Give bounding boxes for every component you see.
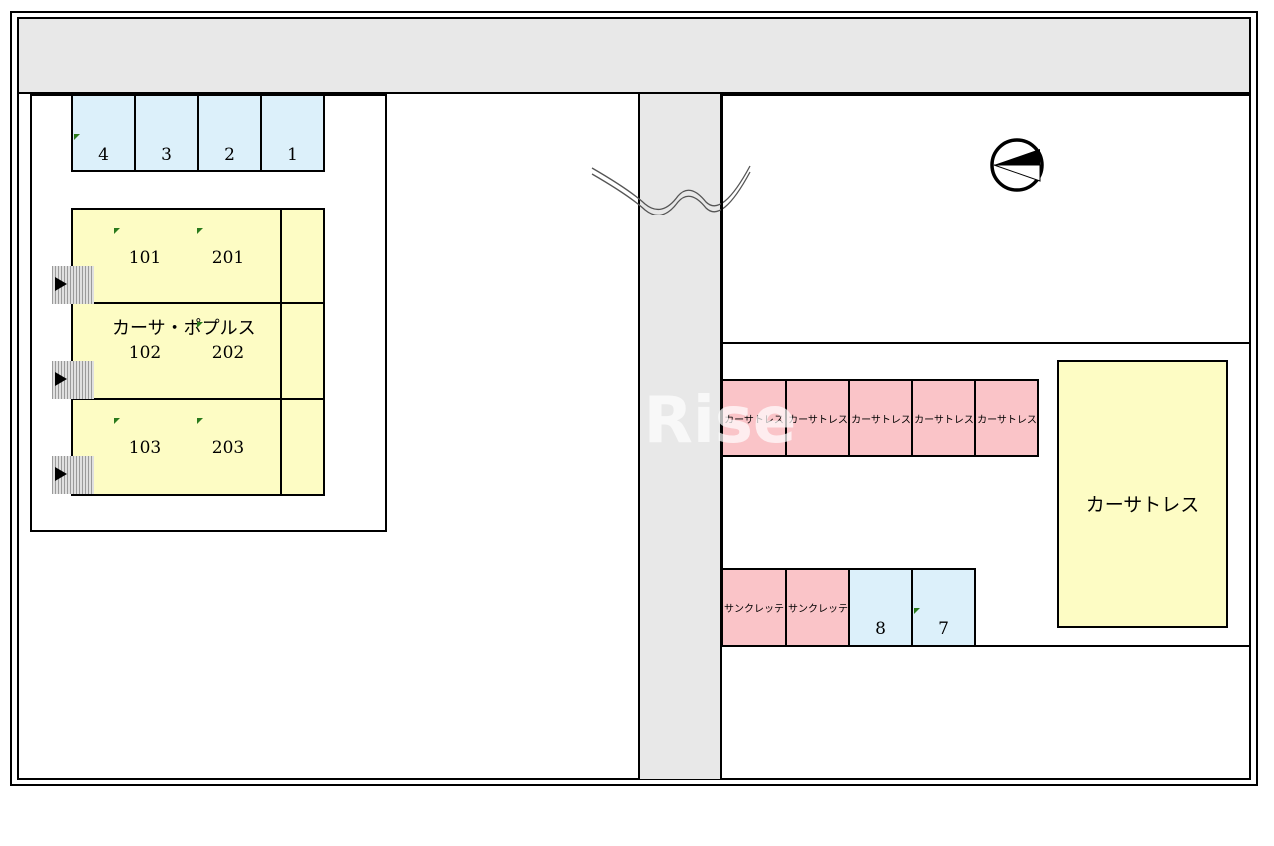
parking-spot: 8 xyxy=(848,568,913,647)
reserved-label: カーサトレス xyxy=(851,415,911,426)
map-outer-frame xyxy=(10,11,1258,786)
building-casa-tres: カーサトレス xyxy=(1057,360,1228,628)
marker-icon xyxy=(197,418,203,424)
spot-number: 3 xyxy=(161,145,172,165)
spot-number: 2 xyxy=(224,145,235,165)
building-divider xyxy=(280,208,282,496)
reserved-spot: サンクレッテ xyxy=(721,568,787,647)
road-vertical xyxy=(638,94,722,779)
spot-number: 8 xyxy=(875,619,886,639)
entrance-arrow-icon xyxy=(55,372,67,386)
spot-number: 4 xyxy=(98,145,109,165)
unit-number: 201 xyxy=(211,248,245,268)
road-break-icon xyxy=(591,165,751,215)
entrance-arrow-icon xyxy=(55,277,67,291)
reserved-label: カーサトレス xyxy=(914,415,974,426)
reserved-label: カーサトレス xyxy=(977,415,1037,426)
parking-spot: 3 xyxy=(134,94,199,172)
reserved-spot: カーサトレス xyxy=(974,379,1039,457)
building-name-right: カーサトレス xyxy=(1085,494,1200,516)
unit-number: 102 xyxy=(128,343,162,363)
reserved-spot: カーサトレス xyxy=(848,379,913,457)
building-casa-populus xyxy=(71,208,325,496)
parking-spot: 1 xyxy=(260,94,325,172)
watermark: :Rise xyxy=(618,384,797,458)
parking-spot: 4 xyxy=(71,94,136,172)
marker-icon xyxy=(114,228,120,234)
marker-icon xyxy=(197,322,203,328)
lot-right-top xyxy=(721,94,1251,344)
building-divider xyxy=(71,302,325,304)
reserved-spot: サンクレッテ xyxy=(785,568,850,647)
building-divider xyxy=(71,398,325,400)
spot-number: 7 xyxy=(938,619,949,639)
reserved-label: サンクレッテ xyxy=(724,604,784,615)
parking-spot: 2 xyxy=(197,94,262,172)
spot-number: 1 xyxy=(287,145,298,165)
unit-number: 103 xyxy=(128,438,162,458)
reserved-spot: カーサトレス xyxy=(911,379,976,457)
lot-right-middle xyxy=(721,342,1251,647)
entrance-arrow-icon xyxy=(55,467,67,481)
north-arrow-icon xyxy=(990,138,1044,192)
reserved-label: サンクレッテ xyxy=(788,604,848,615)
reserved-label: カーサトレス xyxy=(788,415,848,426)
marker-icon xyxy=(74,134,80,140)
marker-icon xyxy=(914,608,920,614)
marker-icon xyxy=(114,418,120,424)
building-name-left: カーサ・ポプルス xyxy=(112,318,256,339)
unit-number: 101 xyxy=(128,248,162,268)
unit-number: 202 xyxy=(211,343,245,363)
reserved-label: カーサトレス xyxy=(724,415,784,426)
unit-number: 203 xyxy=(211,438,245,458)
road-horizontal xyxy=(19,19,1249,94)
parking-spot: 7 xyxy=(911,568,976,647)
marker-icon xyxy=(197,228,203,234)
